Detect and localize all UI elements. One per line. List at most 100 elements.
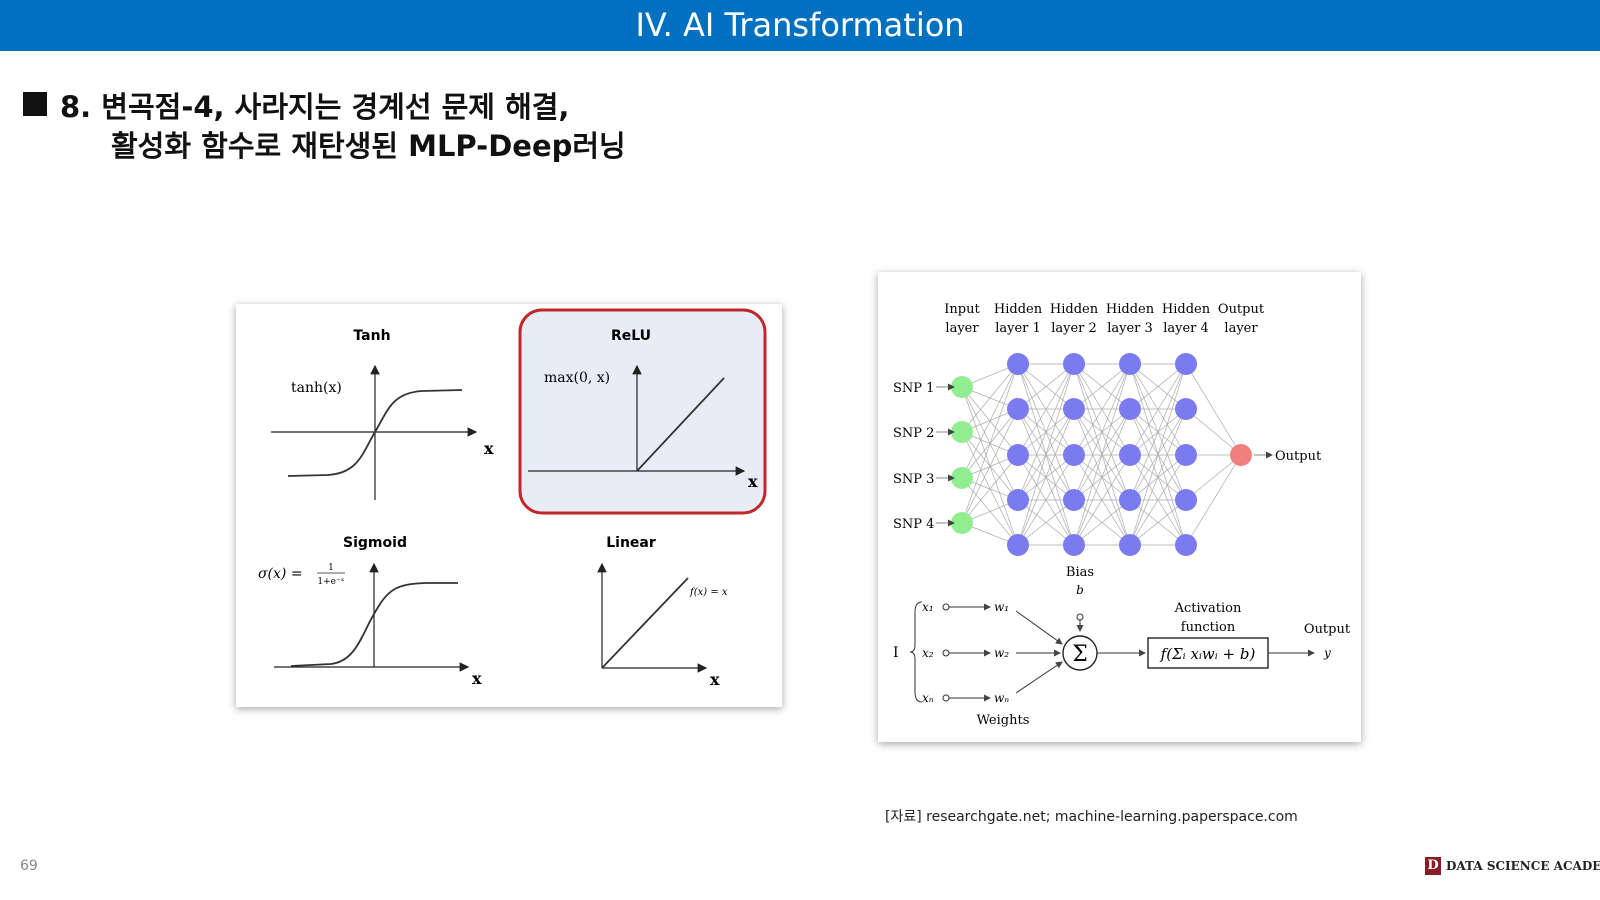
brand-logo: D DATA SCIENCE ACADEMY [1425,856,1600,876]
network-edge [1073,363,1131,456]
hidden-node [1175,489,1197,511]
weight-arrows [1015,610,1063,694]
hidden-node [1119,534,1141,556]
slide-title-line2: 활성화 함수로 재탄생된 MLP-Deep러닝 [111,129,626,163]
linear-x-label: x [710,670,720,689]
network-edge [1017,363,1075,546]
layer-label: layer [1224,321,1258,336]
sum-symbol: Σ [1072,642,1088,667]
relu-highlight-box [518,308,767,515]
hidden-node [1007,398,1029,420]
network-edge [1129,363,1187,501]
network-edge [1129,363,1187,456]
network-nodes [951,353,1252,556]
sigmoid-x-label: x [472,669,482,688]
activation-functions-svg: Tanh tanh(x) x ReLU max(0, x) x Sigmoid … [258,308,767,689]
neural-network-figure: Input layer Hidden layer 1 Hidden layer 2 Hidd… [878,272,1361,742]
sigmoid-formula: σ(x) = [258,566,303,582]
hidden-node [1063,489,1085,511]
input-node [951,376,973,398]
network-edge [1129,363,1187,546]
network-edge [961,363,1019,433]
network-edge [961,454,1019,524]
layer-label: layer 2 [1051,321,1097,336]
page-number: 69 [20,858,38,874]
linear-line [601,577,689,669]
hidden-node [1063,398,1085,420]
hidden-node [1063,444,1085,466]
hidden-node [1175,398,1197,420]
network-edge [1185,454,1242,546]
activation-functions-figure: Tanh tanh(x) x ReLU max(0, x) x Sigmoid … [236,304,782,707]
network-edge [1073,499,1131,546]
network-edge [1185,363,1242,456]
input-label-snp2: SNP 2 [893,426,934,441]
slide-title-line1: 8. 변곡점-4, 사라지는 경계선 문제 해결, [60,90,570,124]
input-node [951,512,973,534]
layer-label: Hidden [1106,302,1155,317]
network-edge [1017,363,1075,501]
hidden-node [1007,444,1029,466]
activation-formula: f(Σᵢ xᵢwᵢ + b) [1160,645,1256,663]
weights-label: Weights [977,713,1030,728]
neural-network-svg: Input layer Hidden layer 1 Hidden layer 2 Hidd… [893,302,1351,728]
weight-w1: w₁ [994,600,1009,614]
bias-node [1076,613,1084,621]
network-edge [1073,363,1131,546]
layer-label: layer [945,321,979,336]
network-edge [961,363,1019,479]
relu-formula: max(0, x) [544,370,610,386]
brand-name: DATA SCIENCE ACADEMY [1446,859,1600,873]
hidden-node [1063,534,1085,556]
network-edge [1185,454,1242,501]
hidden-node [1119,398,1141,420]
hidden-node [1007,489,1029,511]
network-edge [1017,454,1075,546]
network-connections [961,363,1242,546]
layer-label: layer 1 [995,321,1041,336]
network-edge [1073,363,1131,501]
header-title: IV. AI Transformation [635,6,965,44]
network-edge [1129,499,1187,546]
header-bar: IV. AI Transformation [0,0,1600,51]
network-edge [961,363,1019,524]
layer-label: Hidden [994,302,1043,317]
layer-label: Input [944,302,980,317]
network-edge [1073,408,1131,546]
relu-line [636,377,725,472]
output-node [1230,444,1252,466]
input-node [951,467,973,489]
network-edge [1185,408,1242,456]
hidden-node [1119,489,1141,511]
relu-x-label: x [748,472,758,491]
perceptron-input-xn: xₙ [922,691,934,705]
network-edge [1129,363,1187,410]
input-node [951,421,973,443]
hidden-node [1007,353,1029,375]
bias-symbol: b [1076,583,1084,597]
hidden-node [1119,353,1141,375]
hidden-node [1063,353,1085,375]
hidden-node [1175,353,1197,375]
input-arrows [936,383,1273,527]
tanh-title: Tanh [353,328,390,344]
weight-w2: w₂ [994,646,1009,660]
hidden-node [1007,534,1029,556]
brand-mark-icon: D [1425,857,1441,875]
sigmoid-title: Sigmoid [343,535,407,551]
relu-title: ReLU [611,328,651,344]
network-edge [961,408,1019,524]
weight-wn: wₙ [994,691,1009,705]
hidden-node [1175,444,1197,466]
layer-label: Hidden [1050,302,1099,317]
network-edge [1073,454,1131,546]
perceptron-input-arrows [942,603,991,702]
perceptron-input-x1: x₁ [922,600,934,614]
title-bullet [23,92,47,116]
sigmoid-curve [290,582,458,667]
tanh-curve [287,389,463,477]
network-output-label: Output [1275,449,1322,464]
layer-label: Hidden [1162,302,1211,317]
source-citation: [자료] researchgate.net; machine-learning.… [885,809,1298,825]
tanh-x-label: x [484,439,494,458]
